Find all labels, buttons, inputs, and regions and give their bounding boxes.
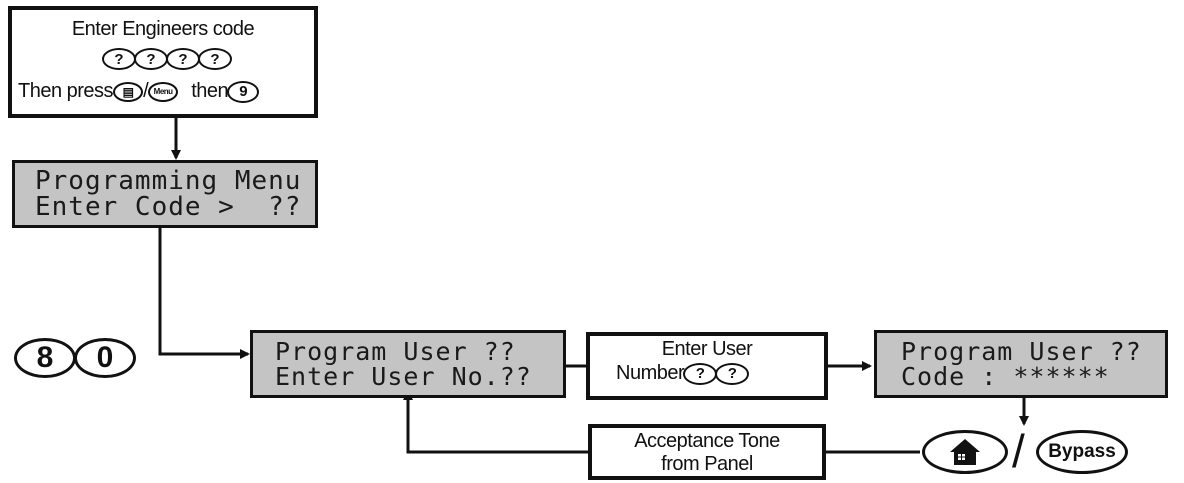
lcd-code-line-2: Code : ****** [901,362,1110,391]
lcd-program-user: Program User ?? Enter User No.?? [250,330,566,398]
user-key-1[interactable]: ? [683,362,718,385]
engineer-code-title: Enter Engineers code [71,18,255,40]
acceptance-line-2: from Panel [661,453,753,475]
code-key-4[interactable]: ? [198,48,232,70]
lcd-programming-menu: Programming Menu Enter Code > ?? [12,160,318,228]
lcd-user-line-2: Enter User No.?? [275,362,532,391]
acceptance-tone-box: Acceptance Tone from Panel [588,424,826,480]
arrow-acceptance-to-program-user [403,390,588,454]
list-key-icon[interactable]: ▤ [113,81,144,102]
then-press-label: Then press [18,80,114,102]
number-label: Number [616,362,685,384]
key-0[interactable]: 0 [74,338,136,378]
user-key-2[interactable]: ? [715,362,750,385]
engineer-code-keys: ???? [92,48,242,70]
then-label: then [191,80,229,102]
enter-user-number-row: Number?? [616,362,806,385]
nine-key[interactable]: 9 [227,80,260,103]
bypass-key[interactable]: Bypass [1036,430,1128,474]
home-key[interactable] [922,430,1008,474]
enter-user-number-box: Enter User Number?? [586,332,828,400]
code-key-2[interactable]: ? [134,48,168,70]
arrow-menu-to-program-user [158,226,250,359]
house-icon [950,439,980,465]
engineer-code-box: Enter Engineers code ???? Then press▤/Me… [8,6,318,118]
menu-key[interactable]: Menu [148,81,179,102]
lcd-program-code: Program User ?? Code : ****** [874,330,1168,398]
lcd-user-line-1: Program User ?? [275,337,516,366]
code-key-1[interactable]: ? [102,48,136,70]
enter-user-title: Enter User [661,338,753,360]
confirm-separator: / [1012,425,1025,477]
lcd-menu-line-1: Programming Menu [35,166,302,196]
lcd-code-line-1: Program User ?? [901,337,1142,366]
acceptance-line-1: Acceptance Tone [634,430,780,452]
code-key-3[interactable]: ? [166,48,200,70]
key-8[interactable]: 8 [14,338,76,378]
lcd-menu-line-2: Enter Code > ?? [35,192,302,222]
